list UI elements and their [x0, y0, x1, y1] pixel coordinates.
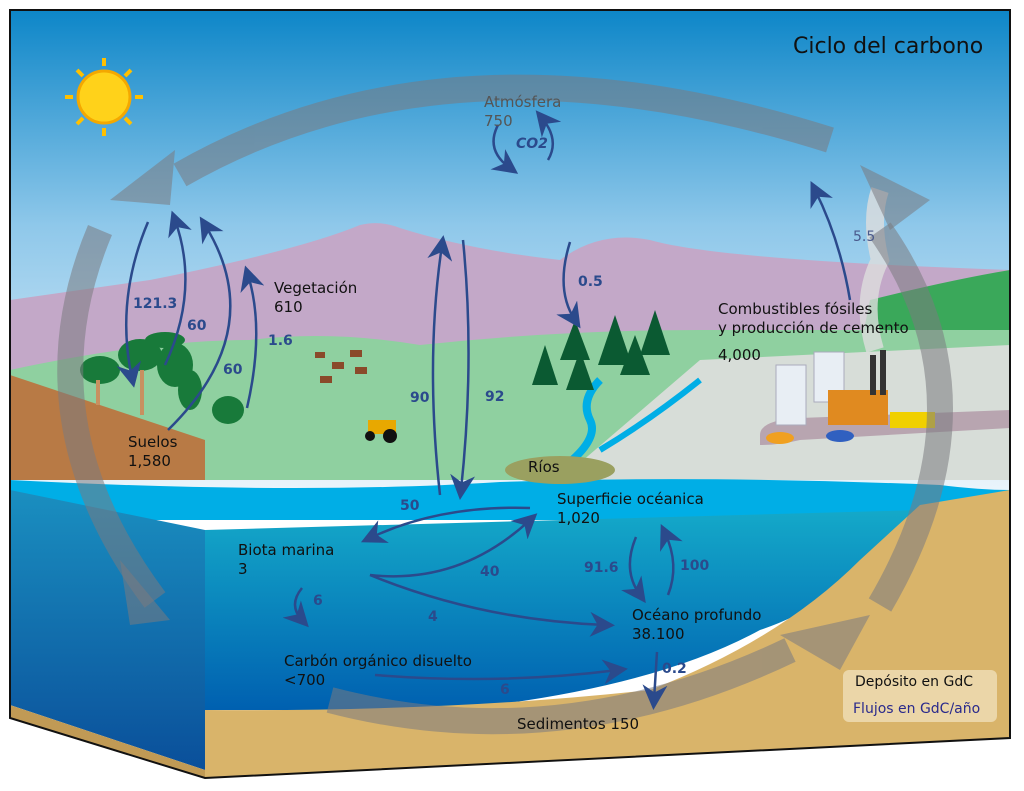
- flux-label: 6: [313, 593, 323, 609]
- legend-flux: Flujos en GdC/año: [853, 701, 981, 717]
- flux-label: 50: [400, 498, 420, 514]
- flux-label: 0.5: [578, 274, 603, 290]
- flux-label: 6: [500, 682, 510, 698]
- flux-label: 100: [680, 558, 710, 574]
- flux-label: 60: [187, 318, 207, 334]
- flux-label: 1.6: [268, 333, 293, 349]
- flux-arrows: [116, 110, 852, 710]
- diagram-title: Ciclo del carbono: [793, 34, 984, 59]
- sediments-label: Sedimentos 150: [517, 715, 640, 733]
- sand: [205, 490, 1010, 778]
- legend-stock: Depósito en GdC: [855, 674, 973, 690]
- sun-icon: [65, 58, 143, 136]
- flux-label: 92: [485, 389, 505, 405]
- dissolved-organic-carbon-label: Carbón orgánico disuelto<700: [284, 652, 472, 689]
- flux-label: 5.5: [853, 229, 876, 245]
- co2-label: CO2: [516, 136, 548, 152]
- flux-label: 90: [410, 390, 430, 406]
- deep-ocean: [205, 510, 920, 710]
- flux-label: 4: [428, 609, 438, 625]
- surface-ocean: [10, 479, 1010, 520]
- factory-icon: [766, 187, 935, 444]
- rivers-label: Ríos: [528, 458, 560, 476]
- conifer-trees-icon: [532, 310, 670, 390]
- geological-cycle-arrow: [57, 74, 953, 735]
- legend: Depósito en GdC Flujos en GdC/año: [843, 670, 997, 722]
- flux-label: 0.2: [662, 661, 687, 677]
- tractor-icon: [365, 420, 397, 443]
- flux-label: 91.6: [584, 560, 619, 576]
- forest-icon: [80, 332, 244, 424]
- cattle-icon: [315, 350, 367, 383]
- flux-label: 121.3: [133, 296, 178, 312]
- flux-label: 40: [480, 564, 500, 580]
- flux-label: 60: [223, 362, 243, 378]
